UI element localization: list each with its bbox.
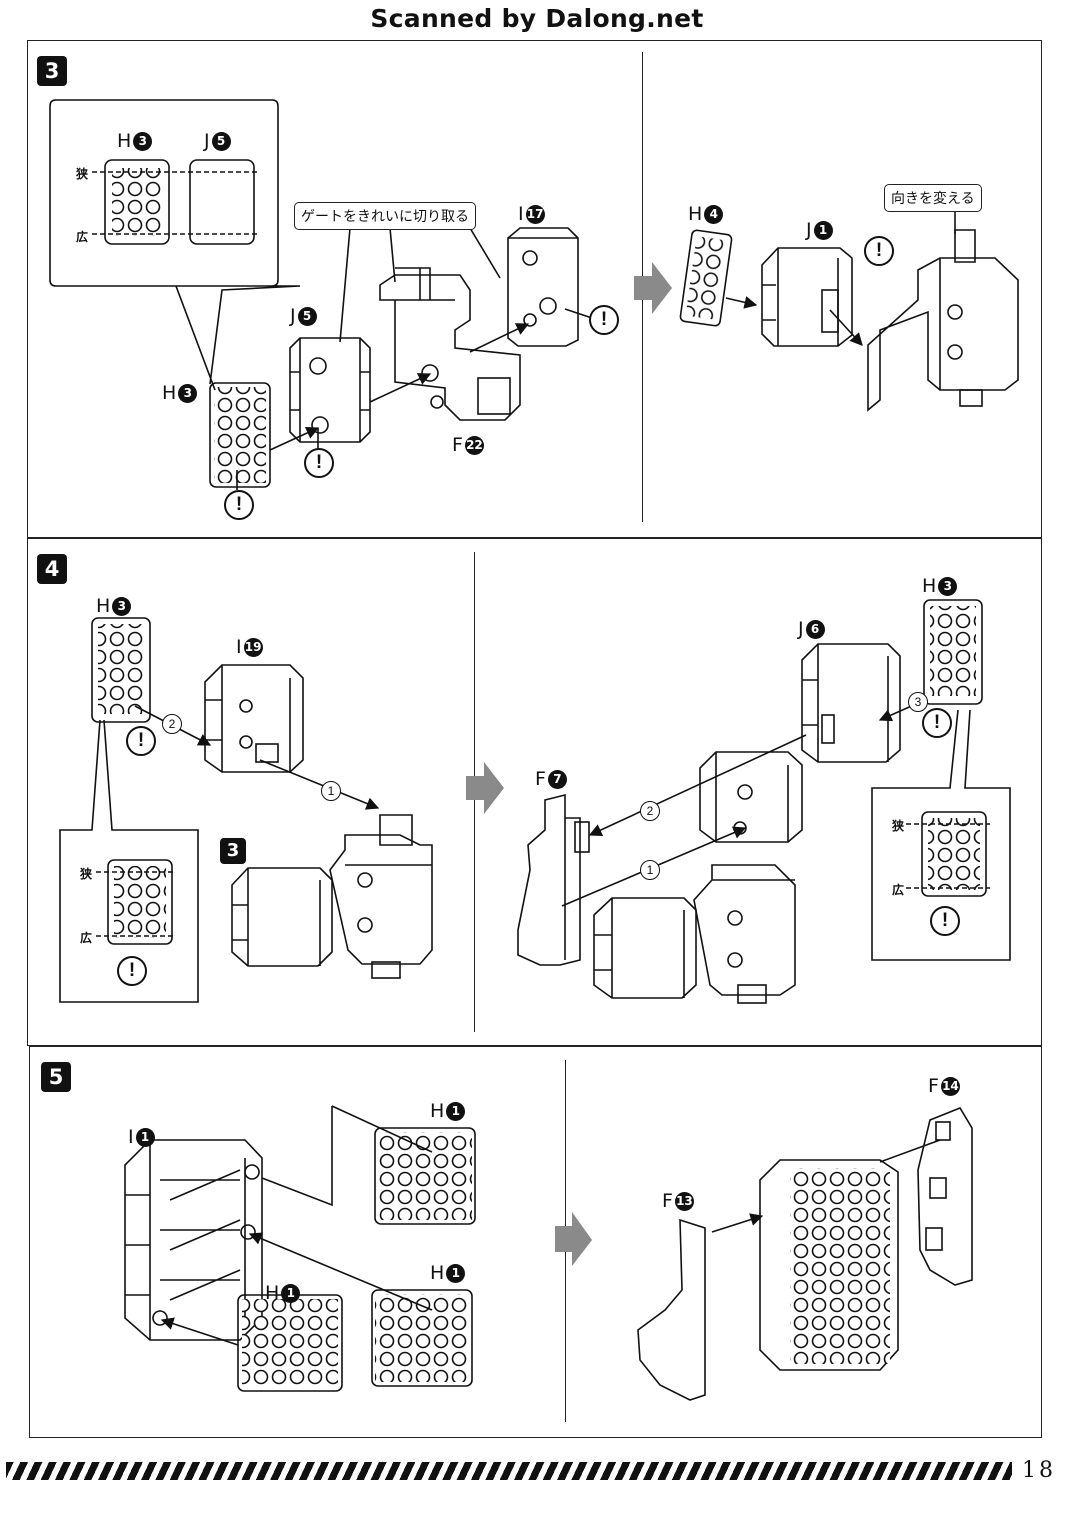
step4-next-arrow xyxy=(466,762,504,814)
step-4-panel xyxy=(27,538,1042,1046)
step-5-panel xyxy=(29,1046,1042,1438)
inset-h3-part xyxy=(104,159,170,245)
warning-icon: ! xyxy=(922,708,952,738)
page-number: 18 xyxy=(1022,1458,1056,1483)
narrow-label: 狭 xyxy=(80,867,93,881)
sequence-marker: 1 xyxy=(640,860,660,880)
warning-icon: ! xyxy=(224,490,254,520)
wide-label: 広 xyxy=(892,883,905,897)
step-3-panel xyxy=(27,40,1042,538)
step3-next-arrow xyxy=(634,262,672,314)
footer-stripe xyxy=(6,1462,1012,1480)
sequence-marker: 3 xyxy=(908,692,928,712)
change-direction-note: 向きを変える xyxy=(884,184,982,212)
reference-step-3-badge: 3 xyxy=(220,838,246,864)
inset-j5-part xyxy=(189,159,255,245)
warning-icon: ! xyxy=(126,726,156,756)
sequence-marker: 2 xyxy=(162,714,182,734)
warning-icon: ! xyxy=(304,448,334,478)
wide-label: 広 xyxy=(76,230,89,244)
warning-icon: ! xyxy=(930,906,960,936)
step-5-badge: 5 xyxy=(41,1062,71,1092)
narrow-label: 狭 xyxy=(892,819,905,833)
sequence-marker: 2 xyxy=(640,801,660,821)
warning-icon: ! xyxy=(589,305,619,335)
step-4-badge: 4 xyxy=(37,554,67,584)
warning-icon: ! xyxy=(864,236,894,266)
step5-next-arrow xyxy=(555,1212,592,1266)
narrow-label: 狭 xyxy=(76,167,89,181)
step-3-badge: 3 xyxy=(37,56,67,86)
scan-watermark-title: Scanned by Dalong.net xyxy=(370,4,704,33)
wide-label: 広 xyxy=(80,931,93,945)
warning-icon: ! xyxy=(117,956,147,986)
sequence-marker: 1 xyxy=(321,781,341,801)
gate-cut-note: ゲートをきれいに切り取る xyxy=(294,202,476,230)
